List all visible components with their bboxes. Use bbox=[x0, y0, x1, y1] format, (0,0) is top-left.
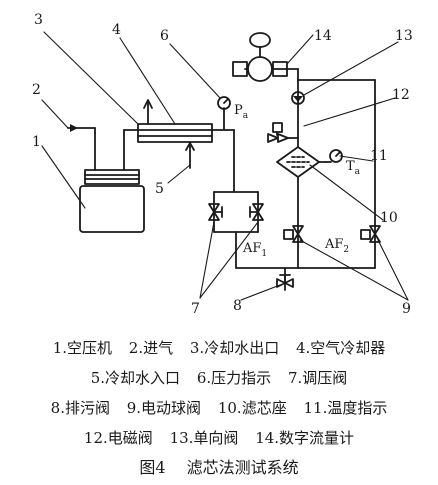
electric-ball-valve-2 bbox=[360, 225, 381, 243]
legend-item: 8.排污阀 bbox=[50, 399, 110, 417]
legend-item: 2.进气 bbox=[128, 339, 174, 357]
callout-7: 7 bbox=[191, 301, 200, 317]
callout-2: 2 bbox=[32, 82, 41, 98]
drain-valve bbox=[276, 274, 294, 288]
figure-title: 滤芯法测试系统 bbox=[186, 458, 299, 477]
legend-item: 3.冷却水出口 bbox=[189, 339, 280, 357]
callout-9a: 9 bbox=[402, 301, 411, 317]
check-valve bbox=[291, 91, 305, 105]
legend-item: 11.温度指示 bbox=[303, 399, 388, 417]
af2-symbol: AF2 bbox=[324, 237, 349, 255]
legend-item: 12.电磁阀 bbox=[83, 429, 153, 447]
legend-item: 4.空气冷却器 bbox=[295, 339, 386, 357]
legend-item: 10.滤芯座 bbox=[217, 399, 287, 417]
pressure-indicator bbox=[217, 96, 231, 110]
air-intake bbox=[67, 124, 96, 134]
callout-14: 14 bbox=[314, 28, 332, 44]
callout-leaders bbox=[41, 31, 409, 301]
legend-item: 1.空压机 bbox=[52, 339, 113, 357]
callout-4: 4 bbox=[112, 22, 121, 38]
callout-13: 13 bbox=[395, 28, 413, 44]
solenoid-valve bbox=[267, 122, 299, 143]
temperature-symbol: Ta bbox=[346, 159, 361, 177]
legend-item: 9.电动球阀 bbox=[126, 399, 202, 417]
air-cooler bbox=[137, 123, 213, 143]
callout-10: 10 bbox=[380, 210, 398, 226]
digital-flow-meter bbox=[232, 32, 299, 82]
legend-item: 13.单向阀 bbox=[169, 429, 239, 447]
callout-labels: 1 2 3 4 5 6 7 8 9 10 11 12 13 14 bbox=[32, 12, 413, 317]
component-symbols: Pa Ta AF1 AF2 bbox=[234, 103, 361, 259]
pressure-regulator-valve-right bbox=[249, 203, 264, 221]
callout-5: 5 bbox=[155, 181, 164, 197]
air-compressor bbox=[79, 132, 145, 233]
legend-line-1: 1.空压机 2.进气 3.冷却水出口 4.空气冷却器 bbox=[0, 338, 438, 358]
callout-8: 8 bbox=[233, 298, 242, 314]
pressure-symbol: Pa bbox=[234, 103, 249, 121]
cooling-water-inlet bbox=[185, 141, 195, 169]
pressure-regulator-valve-left bbox=[208, 203, 223, 221]
legend-line-3: 8.排污阀 9.电动球阀 10.滤芯座 11.温度指示 bbox=[0, 398, 438, 418]
figure-caption: 图4 滤芯法测试系统 bbox=[0, 458, 438, 478]
legend-item: 7.调压阀 bbox=[287, 369, 348, 387]
electric-ball-valve-1 bbox=[283, 225, 304, 243]
filter-housing bbox=[276, 146, 327, 178]
callout-3: 3 bbox=[34, 12, 43, 28]
callout-6: 6 bbox=[160, 28, 169, 44]
legend-item: 6.压力指示 bbox=[196, 369, 272, 387]
legend-item: 5.冷却水入口 bbox=[90, 369, 181, 387]
figure-number: 图4 bbox=[139, 458, 166, 477]
callout-11: 11 bbox=[370, 148, 388, 164]
callout-12: 12 bbox=[392, 87, 410, 103]
legend-line-4: 12.电磁阀 13.单向阀 14.数字流量计 bbox=[0, 428, 438, 448]
filter-test-system-diagram: 1 2 3 4 5 6 7 8 9 10 11 12 13 14 Pa Ta A… bbox=[32, 12, 413, 317]
callout-1: 1 bbox=[32, 134, 41, 150]
af1-symbol: AF1 bbox=[242, 241, 267, 259]
legend-item: 14.数字流量计 bbox=[255, 429, 355, 447]
legend-line-2: 5.冷却水入口 6.压力指示 7.调压阀 bbox=[0, 368, 438, 388]
cooling-water-outlet bbox=[143, 99, 153, 125]
